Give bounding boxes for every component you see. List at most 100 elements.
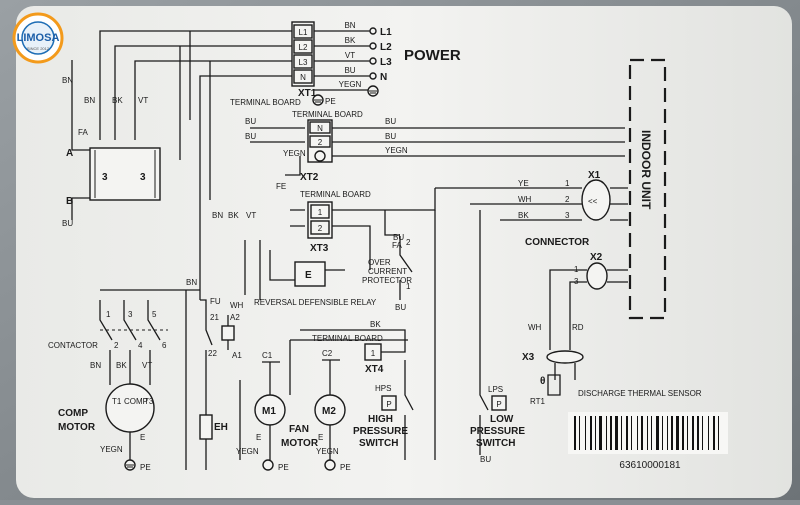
power-out-n: N xyxy=(380,72,387,83)
svg-text:COMP: COMP xyxy=(124,397,148,406)
svg-text:X2: X2 xyxy=(590,252,603,263)
low-pressure-switch: LPS P LOW PRESSURE SWITCH BU xyxy=(434,210,525,464)
barcode-bar xyxy=(574,416,576,450)
svg-text:5: 5 xyxy=(152,310,157,319)
svg-text:BU: BU xyxy=(395,303,406,312)
svg-text:LPS: LPS xyxy=(488,385,503,394)
svg-text:1: 1 xyxy=(565,179,570,188)
barcode-bar xyxy=(637,416,638,450)
barcode-bar xyxy=(713,416,715,450)
xt2-terminal-board: TERMINAL BOARD N 2 XT2 YEGN FE BU BU YEG… xyxy=(245,110,625,191)
contactor-label: CONTACTOR xyxy=(48,341,98,350)
xt2-label: XT2 xyxy=(300,172,319,183)
svg-text:2: 2 xyxy=(318,224,323,233)
svg-text:BU: BU xyxy=(480,455,491,464)
barcode-bar xyxy=(631,416,632,450)
svg-text:θ: θ xyxy=(540,376,545,387)
svg-text:BU: BU xyxy=(245,117,256,126)
svg-text:BK: BK xyxy=(228,211,239,220)
svg-text:COMP: COMP xyxy=(58,408,88,419)
power-out-l1: L1 xyxy=(380,27,392,38)
barcode-bar xyxy=(676,416,679,450)
svg-text:2: 2 xyxy=(565,195,570,204)
barcode-bar xyxy=(667,416,668,450)
heater-branch: BN FU 21 22 WH A2 A1 EH xyxy=(185,278,244,470)
reversal-relay: E REVERSAL DEFENSIBLE RELAY xyxy=(244,240,377,307)
svg-text:T1: T1 xyxy=(112,397,122,406)
svg-text:M1: M1 xyxy=(262,406,276,417)
compressor-motor: T1 COMP T3 COMP MOTOR E YEGN PE xyxy=(58,383,155,472)
barcode-bar xyxy=(651,416,652,450)
svg-text:21: 21 xyxy=(210,313,219,322)
indoor-unit: INDOOR UNIT xyxy=(628,58,667,320)
svg-text:YEGN: YEGN xyxy=(339,80,362,89)
svg-text:BU: BU xyxy=(393,233,404,242)
sensor-x3: WH RD X3 θ RT1 DISCHARGE THERMAL SENSOR xyxy=(522,323,702,406)
svg-text:YEGN: YEGN xyxy=(236,447,259,456)
barcode-bar xyxy=(697,416,699,450)
svg-text:HIGH: HIGH xyxy=(368,414,393,425)
svg-text:LOW: LOW xyxy=(490,414,514,425)
relay-label: REVERSAL DEFENSIBLE RELAY xyxy=(254,298,377,307)
svg-text:RT1: RT1 xyxy=(530,397,546,406)
svg-text:FE: FE xyxy=(276,182,286,191)
power-title: POWER xyxy=(404,47,461,64)
svg-text:T3: T3 xyxy=(144,397,154,406)
svg-text:2: 2 xyxy=(114,341,119,350)
svg-text:CURRENT: CURRENT xyxy=(368,267,407,276)
svg-text:1: 1 xyxy=(406,282,411,291)
svg-text:PE: PE xyxy=(278,463,289,472)
sensor-label: DISCHARGE THERMAL SENSOR xyxy=(578,389,702,398)
power-terminal-board: L1 L2 L3 N BN BK VT BU YEGN L1 L2 L3 N P… xyxy=(230,21,461,107)
svg-text:TERMINAL BOARD: TERMINAL BOARD xyxy=(292,110,363,119)
barcode-bar xyxy=(579,416,580,450)
svg-text:PROTECTOR: PROTECTOR xyxy=(362,276,412,285)
barcode-bar xyxy=(595,416,596,450)
svg-text:BU: BU xyxy=(385,117,396,126)
svg-text:SWITCH: SWITCH xyxy=(359,438,398,449)
svg-text:E: E xyxy=(256,433,261,442)
xt1-l1: L1 xyxy=(299,28,308,37)
barcode-bar xyxy=(590,416,592,450)
svg-text:4: 4 xyxy=(138,341,143,350)
svg-text:TERMINAL BOARD: TERMINAL BOARD xyxy=(312,334,383,343)
svg-text:M2: M2 xyxy=(322,406,336,417)
svg-text:A: A xyxy=(66,148,73,159)
svg-text:SINCE 2012: SINCE 2012 xyxy=(27,46,50,51)
svg-text:2: 2 xyxy=(406,238,411,247)
svg-text:HPS: HPS xyxy=(375,384,391,393)
svg-text:P: P xyxy=(496,400,501,409)
svg-text:BU: BU xyxy=(344,66,355,75)
svg-text:1: 1 xyxy=(318,208,323,217)
svg-text:3: 3 xyxy=(565,211,570,220)
barcode-bar xyxy=(610,416,612,450)
svg-text:LIMOSA: LIMOSA xyxy=(17,32,60,44)
svg-text:RD: RD xyxy=(572,323,584,332)
barcode-bar xyxy=(606,416,607,450)
svg-text:BU: BU xyxy=(62,219,73,228)
svg-text:3: 3 xyxy=(140,172,146,183)
contactor: 1 3 5 CONTACTOR 2 4 6 BN BK VT xyxy=(48,289,200,385)
svg-text:YEGN: YEGN xyxy=(316,447,339,456)
barcode-bar xyxy=(671,416,673,450)
svg-text:P: P xyxy=(386,400,391,409)
barcode-bar xyxy=(615,416,618,450)
svg-text:BN: BN xyxy=(344,21,355,30)
brand-logo: LIMOSA SINCE 2012 xyxy=(12,12,64,64)
xt1-l2: L2 xyxy=(299,43,308,52)
svg-text:BN: BN xyxy=(84,96,95,105)
svg-text:VT: VT xyxy=(138,96,148,105)
svg-text:MOTOR: MOTOR xyxy=(58,422,96,433)
svg-text:6: 6 xyxy=(162,341,167,350)
svg-text:C1: C1 xyxy=(262,351,273,360)
power-out-l2: L2 xyxy=(380,42,392,53)
barcode-bar xyxy=(621,416,622,450)
svg-text:PRESSURE: PRESSURE xyxy=(470,426,525,437)
svg-text:BU: BU xyxy=(245,132,256,141)
svg-text:X1: X1 xyxy=(588,170,601,181)
barcode-bar xyxy=(641,416,643,450)
svg-text:VT: VT xyxy=(246,211,256,220)
indoor-unit-label: INDOOR UNIT xyxy=(639,130,653,210)
barcode-number: 63610000181 xyxy=(619,460,681,471)
